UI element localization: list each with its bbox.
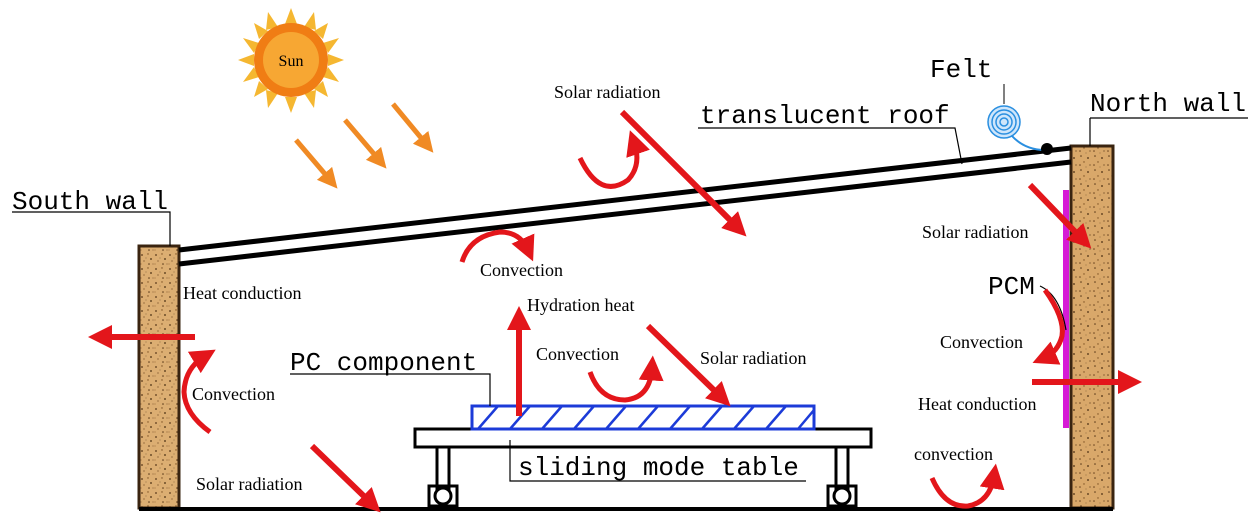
sun-rays xyxy=(294,102,434,189)
convection-north-label: Convection xyxy=(940,332,1023,352)
felt-icon xyxy=(987,105,1046,151)
solar-arrow-table xyxy=(645,323,731,407)
south-wall-label: South wall xyxy=(12,187,168,217)
wheel-icon xyxy=(433,486,453,506)
sliding-table-label: sliding mode table xyxy=(518,453,799,483)
sun-ray xyxy=(294,138,338,189)
pc-component-label: PC component xyxy=(290,348,477,378)
pc-component xyxy=(470,404,816,431)
wheel-icon xyxy=(832,486,852,506)
pcm-strip xyxy=(1063,190,1069,428)
convection-arrow-roof-top xyxy=(577,130,650,189)
hydration-heat-label: Hydration heat xyxy=(527,295,634,315)
solar-radiation-table-label: Solar radiation xyxy=(700,348,806,368)
solar-radiation-roof-label: Solar radiation xyxy=(554,82,660,102)
sun-label: Sun xyxy=(279,53,304,70)
convection-roof-label: Convection xyxy=(480,260,563,280)
pcm-label: PCM xyxy=(988,272,1035,302)
translucent-roof xyxy=(178,145,1072,267)
felt-roller xyxy=(1041,143,1053,155)
convection-table-label: Convection xyxy=(536,344,619,364)
convection-arrow-floor xyxy=(929,463,1005,509)
heat-conduction-north-label: Heat conduction xyxy=(918,394,1036,414)
solar-arrow-floor xyxy=(309,443,381,513)
convection-arrow-roof xyxy=(459,229,535,263)
convection-arrows xyxy=(181,130,1065,509)
convection-arrow-south xyxy=(181,349,216,435)
heat-conduction-south-label: Heat conduction xyxy=(183,283,301,303)
solar-radiation-north-label: Solar radiation xyxy=(922,222,1028,242)
sun-ray xyxy=(391,102,434,153)
convection-arrow-north xyxy=(1032,288,1065,365)
convection-south-label: Convection xyxy=(192,384,275,404)
felt-label: Felt xyxy=(930,55,992,85)
convection-arrow-table xyxy=(587,355,664,403)
solar-arrow-north xyxy=(1027,182,1092,249)
south-wall xyxy=(137,244,181,510)
north-wall xyxy=(1069,144,1115,510)
north-wall-label: North wall xyxy=(1090,89,1246,119)
sun-icon xyxy=(238,8,344,113)
leader-lines xyxy=(12,117,1248,482)
sun-ray xyxy=(343,118,387,169)
translucent-roof-label: translucent roof xyxy=(700,101,950,131)
solar-radiation-floor-label: Solar radiation xyxy=(196,474,302,494)
convection-floor-label: convection xyxy=(914,444,993,464)
